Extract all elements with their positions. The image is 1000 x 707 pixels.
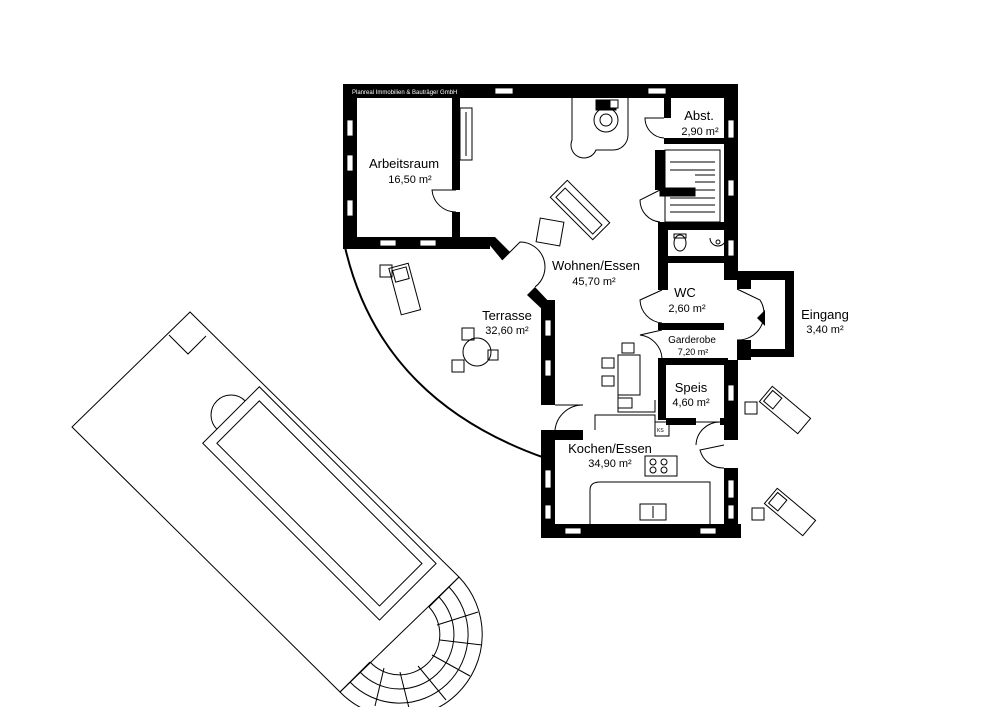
coffee-table — [535, 217, 565, 247]
room-area-wohnen: 45,70 m² — [572, 276, 616, 288]
pool-round-steps — [339, 576, 483, 707]
room-area-garderobe: 7,20 m² — [678, 347, 709, 357]
room-area-terrasse: 32,60 m² — [485, 325, 529, 337]
dining-table — [617, 354, 641, 396]
room-area-eingang: 3,40 m² — [806, 324, 844, 336]
room-name-arbeitsraum: Arbeitsraum — [369, 156, 439, 171]
room-name-kochen: Kochen/Essen — [568, 441, 652, 456]
swimming-pool — [71, 311, 483, 707]
room-name-terrasse: Terrasse — [482, 308, 532, 323]
fridge-label: KS — [657, 428, 664, 434]
kitchen-island — [644, 455, 678, 477]
room-labels: Arbeitsraum 16,50 m² Abst. 2,90 m² Wohne… — [369, 108, 849, 470]
room-area-wc: 2,60 m² — [668, 303, 706, 315]
room-area-speis: 4,60 m² — [672, 397, 710, 409]
walls — [343, 84, 794, 538]
room-name-abst: Abst. — [684, 108, 714, 123]
company-label: Planreal Immobilien & Bauträger GmbH — [352, 90, 457, 96]
terrace-table — [462, 337, 492, 367]
terrace-edge — [344, 246, 546, 459]
garden-lounger — [763, 487, 817, 537]
terrace-lounger — [388, 262, 422, 316]
garden-lounger — [758, 385, 812, 435]
room-name-eingang: Eingang — [801, 307, 849, 322]
room-name-garderobe: Garderobe — [668, 335, 716, 346]
room-name-speis: Speis — [675, 380, 708, 395]
room-area-abst: 2,90 m² — [681, 126, 719, 138]
room-name-wohnen: Wohnen/Essen — [552, 258, 640, 273]
windows — [346, 87, 735, 535]
room-area-arbeitsraum: 16,50 m² — [388, 174, 432, 186]
doors — [431, 117, 765, 469]
furniture — [379, 107, 817, 537]
room-area-kochen: 34,90 m² — [588, 458, 632, 470]
fireplace — [570, 98, 629, 159]
entrance-arrow — [757, 310, 765, 326]
staircase — [659, 149, 721, 223]
room-name-wc: WC — [674, 285, 696, 300]
sofa — [549, 179, 611, 241]
